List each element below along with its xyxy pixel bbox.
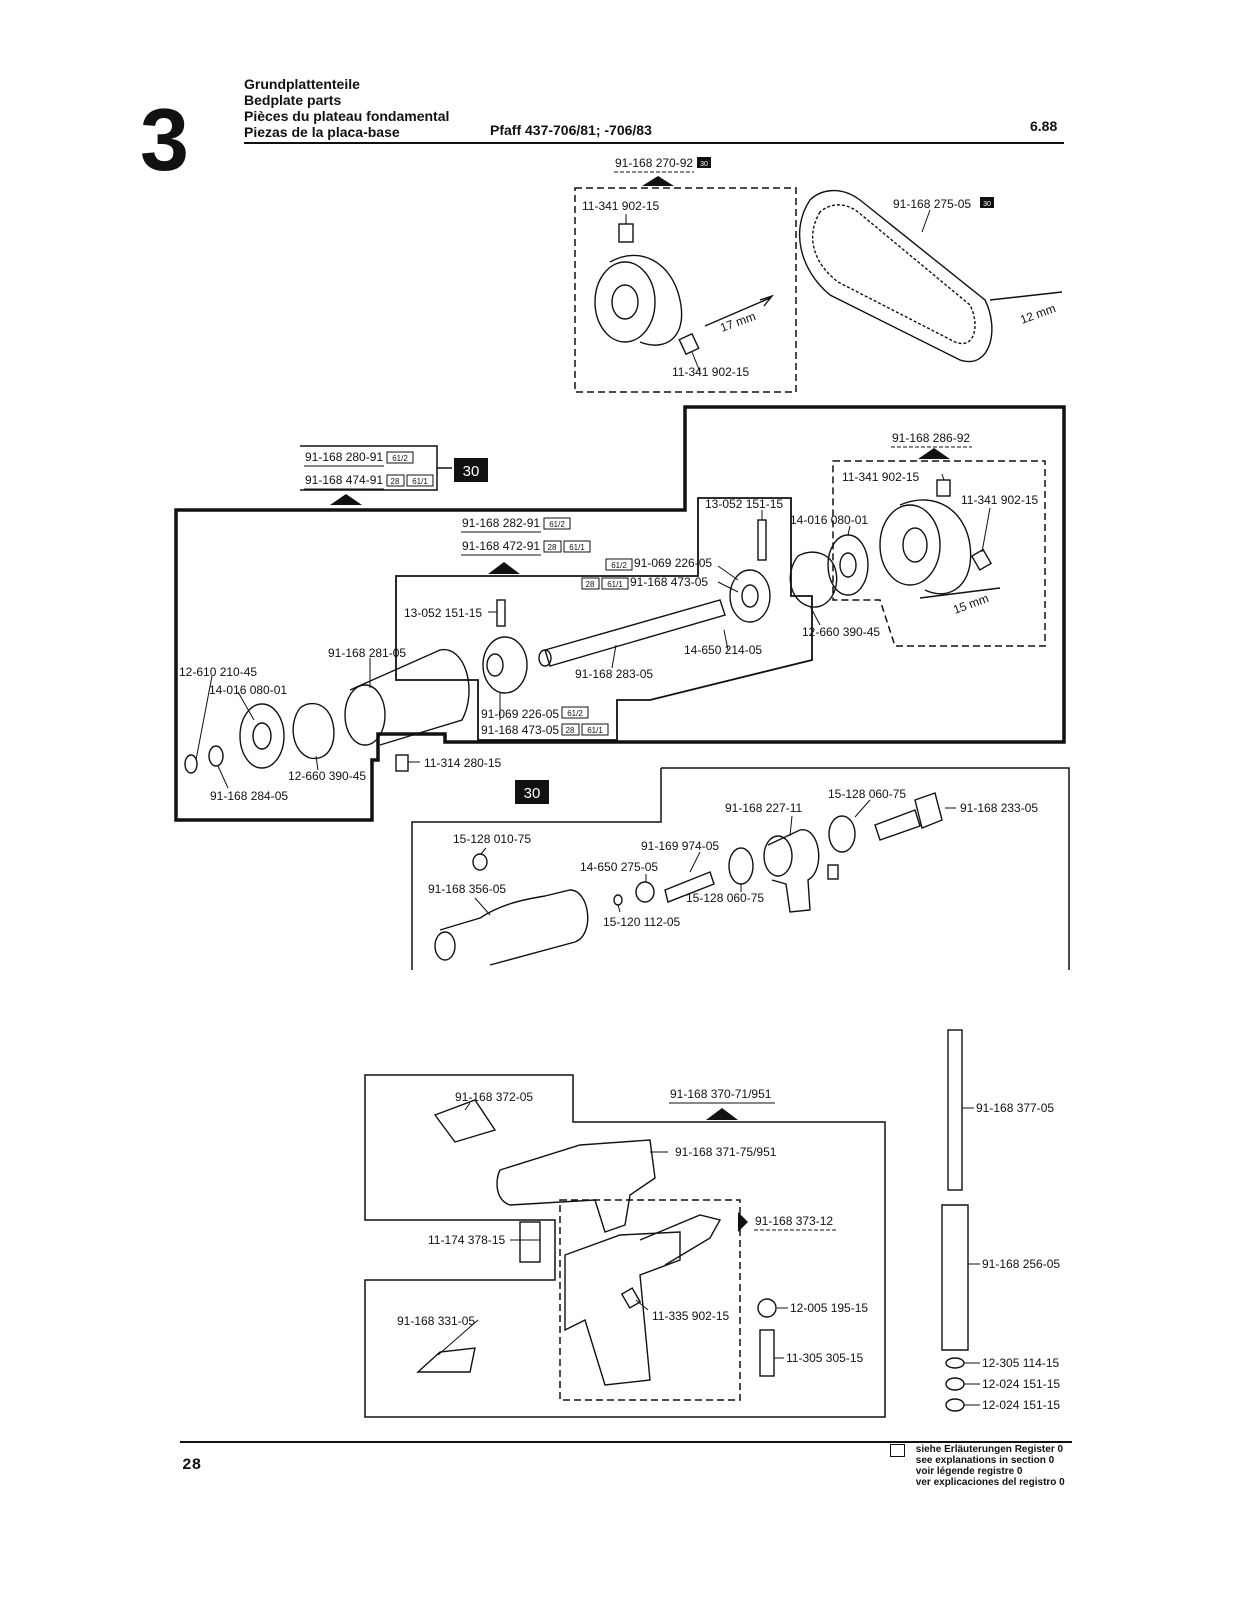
part-label: 91-169 974-05 xyxy=(641,839,719,853)
header-rule xyxy=(244,142,1064,144)
badge-30-a1: 30 xyxy=(700,161,708,168)
dim-12mm: 12 mm xyxy=(1018,301,1057,327)
badge-28-a: 28 xyxy=(391,477,400,486)
part-label: 12-024 151-15 xyxy=(982,1377,1060,1391)
legend-fr: voir légende registre 0 xyxy=(915,1466,1023,1477)
part-label: 12-660 390-45 xyxy=(802,625,880,639)
title-de: Grundplattenteile xyxy=(244,76,360,92)
part-label: 91-168 256-05 xyxy=(982,1257,1060,1271)
part-label: 15-120 112-05 xyxy=(603,915,681,929)
part-label: 13-052 151-15 xyxy=(705,497,783,511)
ref-472-91: 91-168 472-91 xyxy=(462,539,540,553)
badge-28-b: 28 xyxy=(548,543,557,552)
part-label: 12-610 210-45 xyxy=(179,665,257,679)
badge-61-2-a: 61/2 xyxy=(392,454,408,463)
dim-17mm: 17 mm xyxy=(718,309,757,335)
register-legend: siehe Erläuterungen Register 0 see expla… xyxy=(890,1444,1065,1488)
page-number: 28 xyxy=(182,1456,202,1474)
shaft-assembly-outline xyxy=(174,405,1066,822)
ref-280-91: 91-168 280-91 xyxy=(305,450,383,464)
part-label: 11-335 902-15 xyxy=(652,1309,730,1323)
badge-61-2-d: 61/2 xyxy=(567,709,583,718)
section-titles: Grundplattenteile Bedplate parts Pièces … xyxy=(244,76,449,140)
part-label: 11-341 902-15 xyxy=(672,365,750,379)
badge-61-1-d: 61/1 xyxy=(587,726,603,735)
part-label: 11-341 902-15 xyxy=(842,470,920,484)
ref-373-12: 91-168 373-12 xyxy=(755,1214,833,1228)
part-label: 91-168 331-05 xyxy=(397,1314,475,1328)
part-label: 15-128 060-75 xyxy=(828,787,906,801)
shaft-subassembly-outline xyxy=(395,497,813,741)
badge-61-2-c: 61/2 xyxy=(611,561,627,570)
badge-61-1-a: 61/1 xyxy=(412,477,428,486)
badge-30-belt: 30 xyxy=(983,201,991,208)
part-label: 91-168 356-05 xyxy=(428,882,506,896)
bracket-assembly-box xyxy=(411,767,1070,970)
part-label: 91-168 473-05 xyxy=(630,575,708,589)
issue-date: 6.88 xyxy=(1030,118,1058,134)
motor-pulley-box xyxy=(832,460,1046,647)
title-fr: Pièces du plateau fondamental xyxy=(244,108,450,124)
part-label: 11-174 378-15 xyxy=(428,1233,506,1247)
legend-box-icon xyxy=(890,1444,905,1457)
badge-28-c: 28 xyxy=(586,580,595,589)
part-label: 11-341 902-15 xyxy=(961,493,1039,507)
badge-30-main: 30 xyxy=(463,463,480,480)
part-label: 13-052 151-15 xyxy=(404,606,482,620)
part-label: 14-650 275-05 xyxy=(580,860,658,874)
machine-model: Pfaff 437-706/81; -706/83 xyxy=(490,122,652,138)
part-label: 91-168 377-05 xyxy=(976,1101,1054,1115)
part-label: 12-660 390-45 xyxy=(288,769,366,783)
part-label: 14-650 214-05 xyxy=(684,643,762,657)
badge-61-1-b: 61/1 xyxy=(569,543,585,552)
part-label: 91-168 473-05 xyxy=(481,723,559,737)
badge-61-1-c: 61/1 xyxy=(607,580,623,589)
part-label: 91-168 371-75/951 xyxy=(675,1145,777,1159)
section-number: 3 xyxy=(140,90,189,189)
legend-en: see explanations in section 0 xyxy=(915,1455,1055,1466)
dim-15mm: 15 mm xyxy=(951,591,990,617)
part-label: 91-168 281-05 xyxy=(328,646,406,660)
part-label: 91-168 227-11 xyxy=(725,801,803,815)
part-label: 12-024 151-15 xyxy=(982,1398,1060,1412)
legend-de: siehe Erläuterungen Register 0 xyxy=(915,1444,1064,1455)
part-label: 11-314 280-15 xyxy=(424,756,502,770)
part-label: 14-016 080-01 xyxy=(790,513,868,527)
part-label: 11-305 305-15 xyxy=(786,1351,864,1365)
title-es: Piezas de la placa-base xyxy=(244,124,400,140)
lifter-assembly-box xyxy=(364,1074,886,1418)
part-label: 91-168 233-05 xyxy=(960,801,1038,815)
part-label: 91-168 283-05 xyxy=(575,667,653,681)
legend-es: ver explicaciones del registro 0 xyxy=(915,1477,1065,1488)
part-label: 12-305 114-15 xyxy=(982,1356,1060,1370)
badge-30-mid: 30 xyxy=(524,785,541,802)
ref-286-92: 91-168 286-92 xyxy=(892,431,970,445)
ref-370-71: 91-168 370-71/951 xyxy=(670,1087,772,1101)
part-label: 15-128 060-75 xyxy=(686,891,764,905)
part-label: 11-341 902-15 xyxy=(582,199,660,213)
ref-270-92: 91-168 270-92 xyxy=(615,156,693,170)
part-label: 12-005 195-15 xyxy=(790,1301,868,1315)
part-label: 91-168 284-05 xyxy=(210,789,288,803)
part-label: 14-016 080-01 xyxy=(209,683,287,697)
part-label: 91-069 226-05 xyxy=(634,556,712,570)
title-en: Bedplate parts xyxy=(244,92,342,108)
pulley-assembly-box xyxy=(574,187,797,393)
part-label: 15-128 010-75 xyxy=(453,832,531,846)
part-label: 91-168 275-05 xyxy=(893,197,971,211)
badge-61-2-b: 61/2 xyxy=(549,520,565,529)
badge-28-d: 28 xyxy=(566,726,575,735)
part-label: 91-168 372-05 xyxy=(455,1090,533,1104)
ref-282-91: 91-168 282-91 xyxy=(462,516,540,530)
ref-474-91: 91-168 474-91 xyxy=(305,473,383,487)
part-label: 91-069 226-05 xyxy=(481,707,559,721)
footer-rule xyxy=(180,1441,1072,1443)
lifter-subassembly-box xyxy=(559,1199,741,1401)
